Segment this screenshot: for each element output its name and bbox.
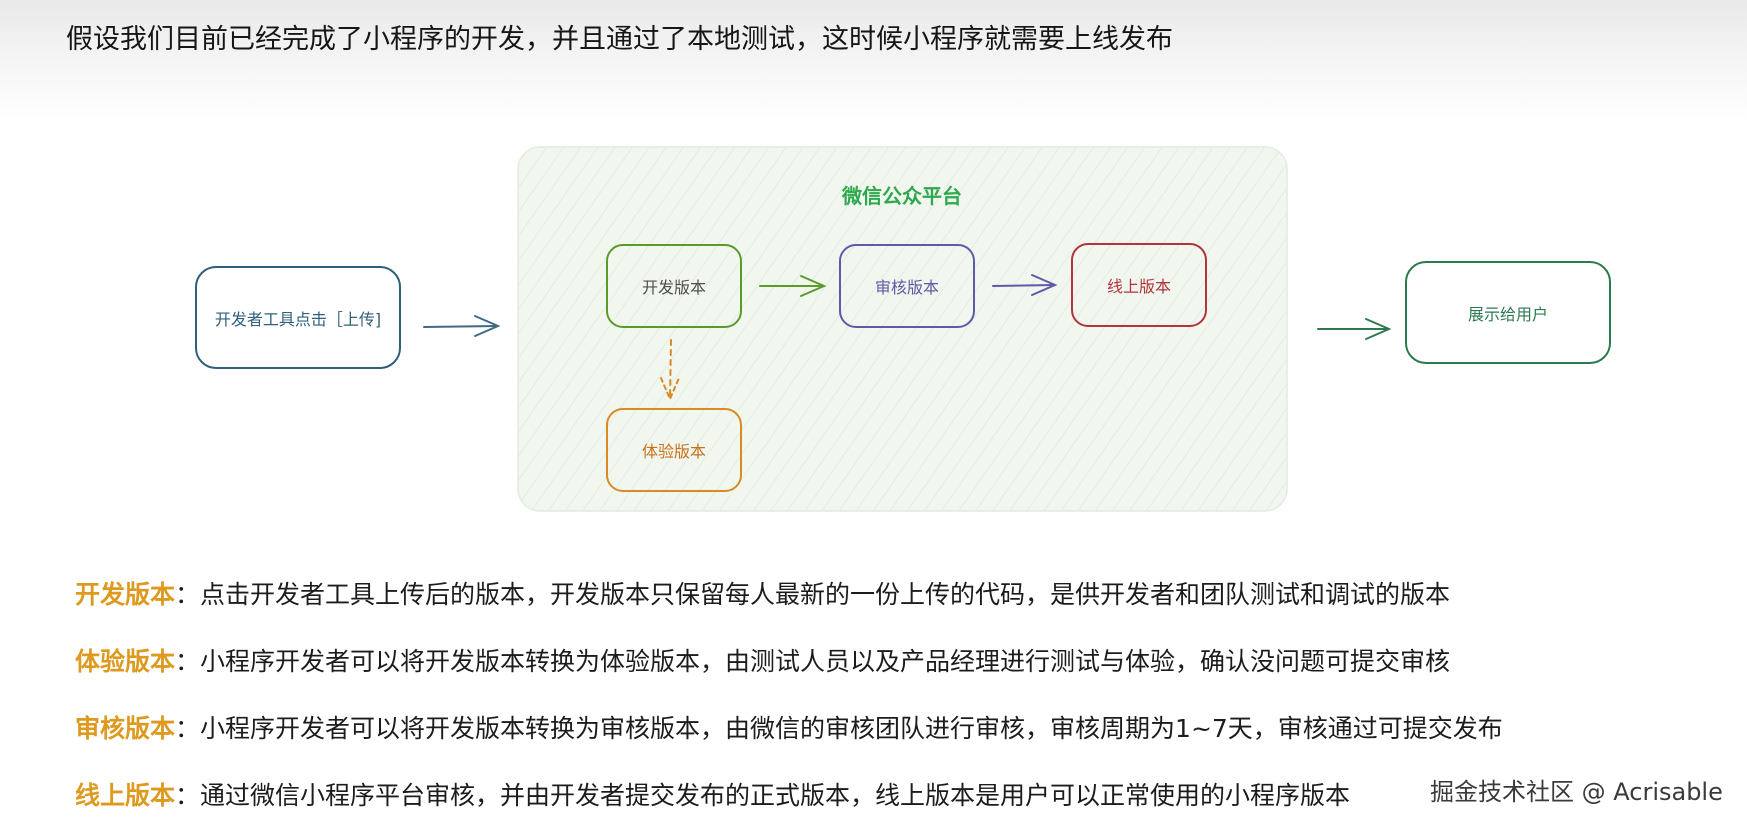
definition-term: 体验版本 [75,647,176,676]
definition-text: 点击开发者工具上传后的版本，开发版本只保留每人最新的一份上传的代码，是供开发者和… [200,580,1451,609]
platform-title: 微信公众平台 [842,183,962,208]
node-review-box [839,244,975,328]
header-band [0,0,1747,120]
node-upload-box [195,266,401,369]
watermark: 掘金技术社区 @ Acrisable [1430,772,1723,812]
node-dev-label: 开发版本 [641,278,706,297]
definition-term: 线上版本 [75,781,176,810]
platform-container [517,146,1288,512]
arrow-dev-to-review [759,275,827,297]
definition-text: 通过微信小程序平台审核，并由开发者提交发布的正式版本，线上版本是用户可以正常使用… [200,781,1351,810]
definitions-list: 开发版本：点击开发者工具上传后的版本，开发版本只保留每人最新的一份上传的代码，是… [75,570,1503,838]
arrow-platform-to-users [1317,318,1392,340]
node-online-label: 线上版本 [1106,277,1171,296]
node-users-box [1405,261,1611,364]
definition-review: 审核版本：小程序开发者可以将开发版本转换为审核版本，由微信的审核团队进行审核，审… [75,704,1503,771]
node-trial-label: 体验版本 [641,442,706,461]
arrow-review-to-online [992,274,1058,296]
definition-separator: ： [175,647,201,676]
definition-dev: 开发版本：点击开发者工具上传后的版本，开发版本只保留每人最新的一份上传的代码，是… [75,570,1503,637]
node-review-label: 审核版本 [874,278,939,297]
definition-text: 小程序开发者可以将开发版本转换为体验版本，由测试人员以及产品经理进行测试与体验，… [200,647,1451,676]
flow-diagram [195,146,1611,512]
node-online-box [1071,243,1207,327]
definition-separator: ： [175,714,201,743]
definition-trial: 体验版本：小程序开发者可以将开发版本转换为体验版本，由测试人员以及产品经理进行测… [75,637,1503,704]
node-upload-label: 开发者工具点击［上传] [214,309,382,329]
arrow-upload-to-platform [423,315,501,337]
arrow-dev-to-trial [660,339,680,402]
page-heading: 假设我们目前已经完成了小程序的开发，并且通过了本地测试，这时候小程序就需要上线发… [66,24,1173,55]
definition-text: 小程序开发者可以将开发版本转换为审核版本，由微信的审核团队进行审核，审核周期为1… [200,714,1503,743]
definition-separator: ： [175,781,201,810]
node-users-label: 展示给用户 [1467,304,1548,324]
node-trial-box [606,408,742,492]
node-dev-box [606,244,742,328]
definition-term: 开发版本 [75,580,176,609]
definition-online: 线上版本：通过微信小程序平台审核，并由开发者提交发布的正式版本，线上版本是用户可… [75,771,1503,838]
definition-term: 审核版本 [75,714,176,743]
definition-separator: ： [175,580,201,609]
